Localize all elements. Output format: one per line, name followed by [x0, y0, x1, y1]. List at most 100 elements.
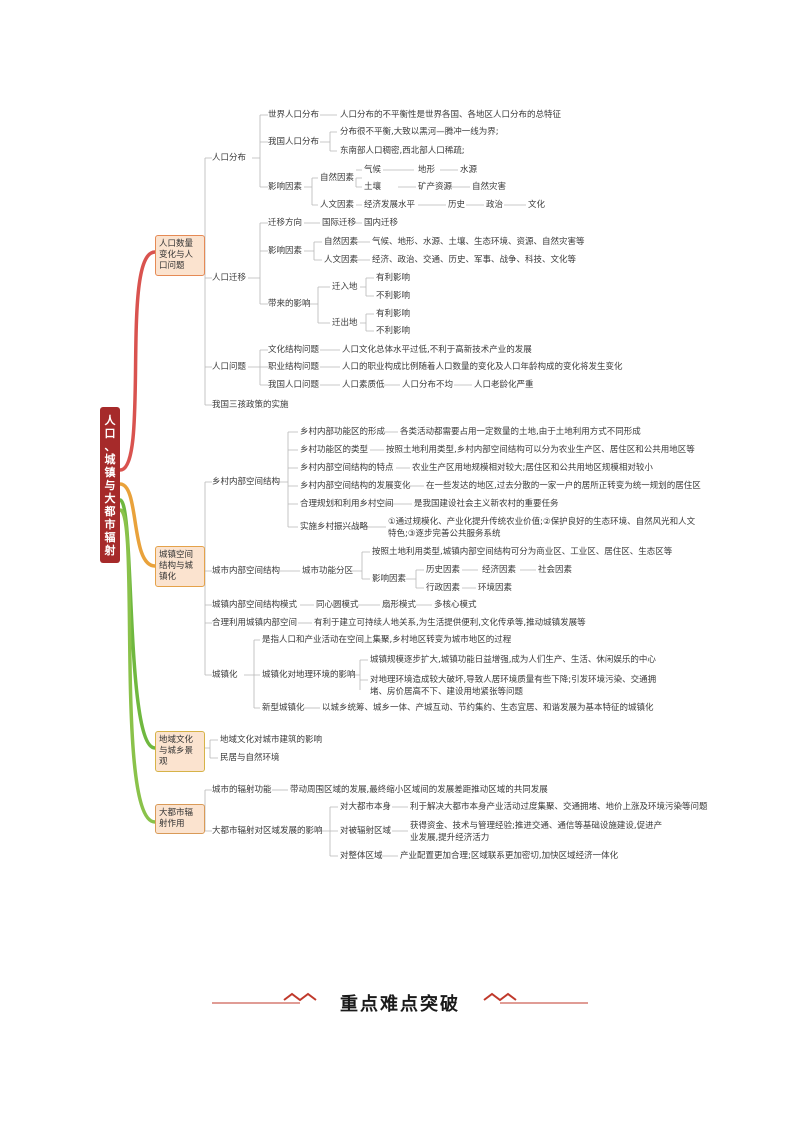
node-text: 文化	[528, 200, 546, 210]
node-text: 实施乡村振兴战略	[300, 522, 369, 532]
branch-curve-4	[118, 508, 156, 824]
node-text: 业发展,提升经济活力	[410, 833, 490, 843]
node-text: 地域文化对城市建筑的影响	[220, 735, 323, 745]
node-text: 对大都市本身	[340, 802, 392, 812]
node-text: 历史因素	[426, 565, 461, 575]
node-natural-factors: 自然因素	[320, 173, 355, 183]
node-text: 矿产资源	[418, 182, 453, 192]
node-text: 东南部人口稠密,西北部人口稀疏;	[340, 146, 465, 156]
node-text: 乡村内部功能区的形成	[300, 427, 386, 437]
node-text: 我国人口问题	[268, 380, 320, 390]
node-radiation-function: 城市的辐射功能	[212, 785, 272, 795]
footer-ornament	[212, 992, 588, 1004]
node-rational-use: 合理利用城镇内部空间	[212, 618, 298, 628]
node-text: 是指人口和产业活动在空间上集聚,乡村地区转变为城市地区的过程	[262, 635, 512, 645]
node-migration-direction: 迁移方向	[268, 218, 303, 228]
node-text: 对被辐射区域	[340, 826, 392, 836]
node-text: 民居与自然环境	[220, 753, 280, 763]
node-text: 堵、房价居高不下、建设用地紧张等问题	[370, 687, 524, 697]
root-char: 人	[104, 413, 116, 427]
node-text: 城市功能分区	[302, 566, 354, 576]
node-text: 人口分布的不平衡性是世界各国、各地区人口分布的总特征	[340, 110, 562, 120]
node-text: 特色;③逐步完善公共服务系统	[388, 529, 501, 539]
node-text: 自然灾害	[472, 182, 507, 192]
node-text: 分布很不平衡,大致以黑河—腾冲一线为界;	[340, 127, 499, 137]
node-text: 按照土地利用类型,乡村内部空间结构可以分为农业生产区、居住区和公共用地区等	[386, 445, 695, 455]
node-text: 农业生产区用地规模相对较大;居住区和公共用地区规模相对较小	[412, 463, 653, 473]
node-text: 以城乡统筹、城乡一体、产城互动、节约集约、生态宜居、和谐发展为基本特征的城镇化	[322, 703, 654, 713]
node-text: 有利影响	[376, 273, 411, 283]
root-char: 、	[104, 439, 116, 453]
root-char: 市	[104, 517, 116, 531]
branch-curve-3	[118, 498, 156, 750]
node-text: 乡村内部空间结构的发展变化	[300, 481, 411, 491]
node-text: 产业配置更加合理;区域联系更加密切,加快区域经济一体化	[400, 851, 619, 861]
node-migration-impact: 带来的影响	[268, 299, 311, 309]
node-text: 行政因素	[426, 583, 461, 593]
node-text: 多核心模式	[434, 600, 477, 610]
node-text: 地形	[418, 165, 436, 175]
root-char: 射	[104, 543, 116, 557]
node-text: 对整体区域	[340, 851, 383, 861]
root-char: 都	[104, 504, 116, 518]
node-text: 不利影响	[376, 291, 411, 301]
node-text: 按照土地利用类型,城镇内部空间结构可分为商业区、工业区、居住区、生态区等	[372, 547, 673, 557]
category-urban-structure: 城镇空间结构与城镇化	[155, 546, 205, 587]
branch-curve-1	[119, 250, 156, 472]
node-text: 职业结构问题	[268, 362, 320, 372]
node-text: 利于解决大都市本身产业活动过度集聚、交通拥堵、地价上涨及环境污染等问题	[410, 802, 708, 812]
branch-curve-2	[119, 482, 156, 568]
node-text: 人口的职业构成比例随着人口数量的变化及人口年龄构成的变化将发生变化	[342, 362, 623, 372]
node-text: 人口文化总体水平过低,不利于高新技术产业的发展	[342, 345, 532, 355]
node-text: 在一些发达的地区,过去分散的一家一户的居所正转变为统一规划的居住区	[426, 481, 701, 491]
node-text: 经济因素	[482, 565, 517, 575]
node-text: 迁出地	[332, 318, 358, 328]
node-text: 对地理环境造成较大破坏,导致人居环境质量有些下降;引发环境污染、交通拥	[370, 675, 657, 685]
node-urbanization: 城镇化	[212, 670, 238, 680]
node-text: 扇形模式	[382, 600, 417, 610]
node-text: 政治	[486, 200, 504, 210]
node-text: 新型城镇化	[262, 703, 305, 713]
node-structure-models: 城镇内部空间结构模式	[212, 600, 298, 610]
node-text: 有利于建立可持续人地关系,为生活提供便利,文化传承等,推动城镇发展等	[314, 618, 586, 628]
node-text: 城镇化对地理环境的影响	[262, 670, 356, 680]
node-migration: 人口迁移	[212, 273, 247, 283]
node-text: 土壤	[364, 182, 382, 192]
node-text: 文化结构问题	[268, 345, 320, 355]
node-rural-structure: 乡村内部空间结构	[212, 477, 281, 487]
node-text: 人文因素	[324, 255, 359, 265]
category-regional-culture: 地域文化与城乡景观	[155, 731, 205, 772]
node-text: 影响因素	[372, 574, 407, 584]
category-population: 人口数量变化与人口问题	[155, 235, 205, 276]
node-text: 历史	[448, 200, 466, 210]
node-text: 国内迁移	[364, 218, 399, 228]
root-char: 镇	[104, 465, 116, 479]
node-text: 带动周围区域的发展,最终缩小区域间的发展差距推动区域的共同发展	[290, 785, 548, 795]
node-text: 同心圆模式	[316, 600, 359, 610]
node-text: 人口分布不均	[402, 380, 454, 390]
category-metropolis-radiation: 大都市辐射作用	[155, 804, 205, 834]
node-text: 气候、地形、水源、土壤、生态环境、资源、自然灾害等	[372, 237, 585, 247]
node-text: 获得资金、技术与管理经验;推进交通、通信等基础设施建设,促进产	[410, 821, 663, 831]
node-text: 迁入地	[332, 282, 358, 292]
node-text: 社会因素	[538, 565, 573, 575]
node-radiation-impact: 大都市辐射对区域发展的影响	[212, 826, 323, 836]
node-text: 经济、政治、交通、历史、军事、战争、科技、文化等	[372, 255, 577, 265]
node-text: 合理规划和利用乡村空间	[300, 499, 394, 509]
root-char: 城	[104, 452, 116, 466]
section-title: 重点难点突破	[340, 994, 460, 1015]
node-text: 不利影响	[376, 326, 411, 336]
node-text: ①通过规模化、产业化提升传统农业价值;②保护良好的生态环境、自然风光和人文	[388, 517, 696, 527]
node-text: 国际迁移	[322, 218, 357, 228]
root-char: 口	[104, 426, 116, 440]
root-node: 人口、城镇与大都市辐射	[100, 407, 120, 563]
root-char: 大	[104, 491, 116, 505]
node-text: 各类活动都需要占用一定数量的土地,由于土地利用方式不同形成	[400, 427, 641, 437]
node-three-child-policy: 我国三孩政策的实施	[212, 400, 289, 410]
node-text: 经济发展水平	[364, 200, 416, 210]
node-text: 人口素质低	[342, 380, 385, 390]
root-char: 与	[104, 478, 116, 492]
node-city-structure: 城市内部空间结构	[212, 566, 281, 576]
node-factors: 影响因素	[268, 182, 303, 192]
